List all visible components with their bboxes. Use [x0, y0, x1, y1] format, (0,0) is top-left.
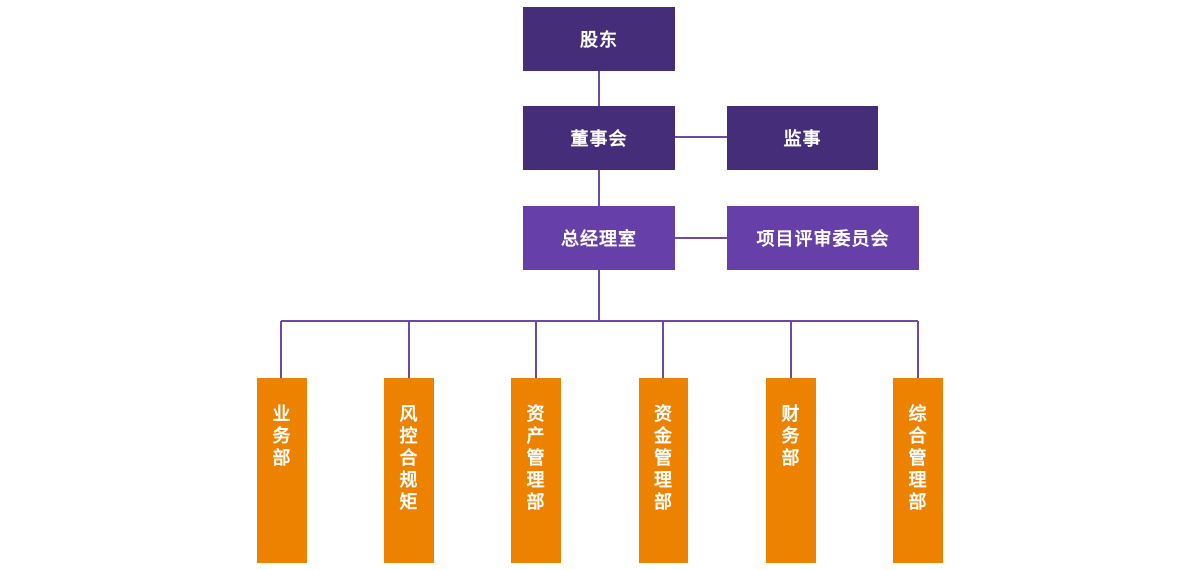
node-committee: 项目评审委员会 [727, 206, 919, 270]
department-box: 业务部 [257, 378, 307, 563]
department-box: 资产管理部 [511, 378, 561, 563]
department-box: 风控合规矩 [384, 378, 434, 563]
node-board-label: 董事会 [570, 129, 628, 150]
department-box: 综合管理部 [893, 378, 943, 563]
department-box: 财务部 [766, 378, 816, 563]
department-box: 资金管理部 [639, 378, 688, 563]
department-label: 财务部 [781, 404, 801, 469]
node-supervisor-label: 监事 [783, 129, 822, 150]
node-shareholders-label: 股东 [580, 30, 618, 51]
department-label: 综合管理部 [908, 404, 928, 513]
node-shareholders: 股东 [523, 7, 675, 71]
node-gm-office-label: 总经理室 [561, 229, 637, 250]
department-label: 业务部 [272, 404, 292, 469]
node-gm-office: 总经理室 [523, 206, 675, 270]
department-label: 资金管理部 [654, 404, 673, 513]
node-committee-label: 项目评审委员会 [756, 229, 890, 250]
department-label: 风控合规矩 [399, 404, 419, 513]
node-supervisor: 监事 [727, 106, 878, 170]
department-label: 资产管理部 [526, 404, 546, 513]
node-board: 董事会 [523, 106, 675, 170]
